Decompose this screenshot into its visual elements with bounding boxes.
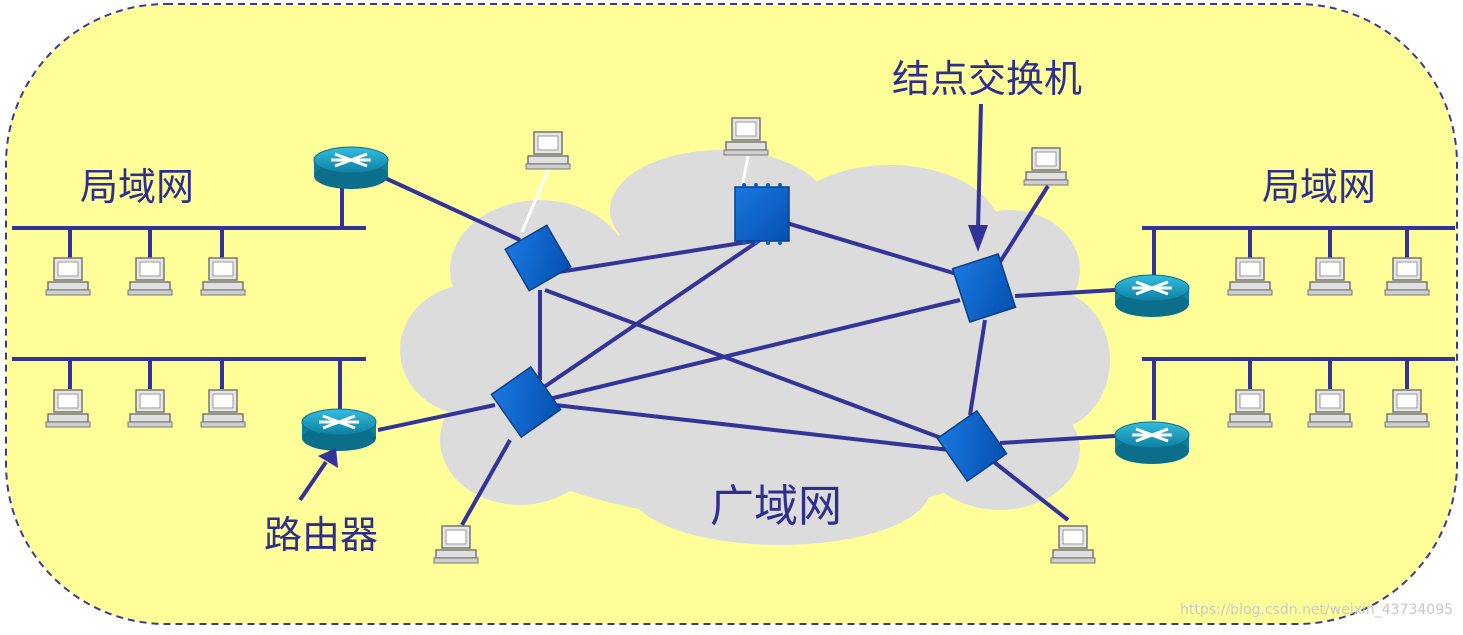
router-lan-left-top bbox=[312, 145, 390, 191]
node-switch-label: 结点交换机 bbox=[892, 57, 1083, 101]
router-lan-right-top bbox=[1113, 273, 1191, 319]
node-switch-2 bbox=[734, 183, 790, 245]
host-links bbox=[520, 155, 750, 233]
lan-label-right: 局域网 bbox=[1262, 165, 1377, 209]
router-lan-left-bottom bbox=[300, 407, 378, 453]
router-arrow bbox=[298, 448, 338, 502]
wan-label: 广域网 bbox=[710, 481, 842, 532]
node-switch-4 bbox=[490, 365, 562, 439]
watermark: https://blog.csdn.net/weixin_43734095 bbox=[1180, 602, 1454, 618]
lan-label-left: 局域网 bbox=[80, 165, 195, 209]
node-switch-3 bbox=[951, 253, 1017, 323]
router-label: 路由器 bbox=[264, 513, 379, 557]
router-lan-right-bottom bbox=[1113, 420, 1191, 466]
node-switch-5 bbox=[936, 409, 1008, 483]
lan-buses bbox=[12, 178, 1455, 420]
node-switch-arrow bbox=[968, 103, 988, 252]
node-switch-1 bbox=[504, 224, 572, 292]
wan-links bbox=[377, 176, 1116, 526]
